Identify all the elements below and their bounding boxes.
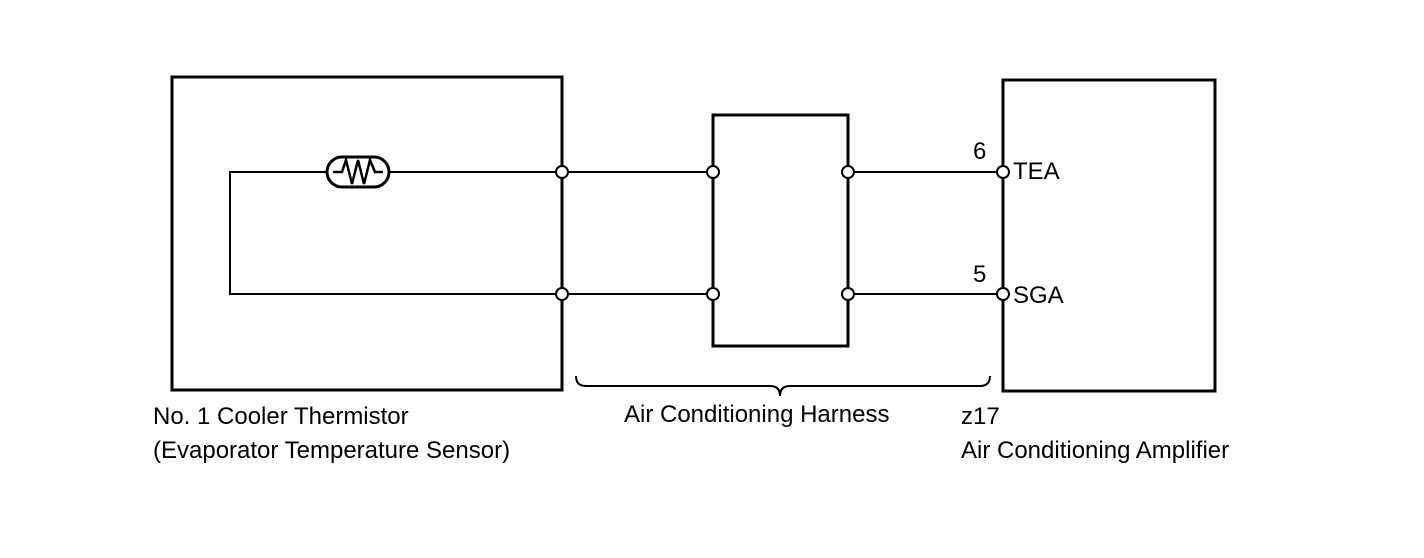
terminal-harness-out-bottom [841,287,855,301]
terminals [555,165,1010,301]
amplifier-box [1001,78,1217,393]
terminal-harness-in-bottom [706,287,720,301]
amplifier-label: Air Conditioning Amplifier [961,437,1229,464]
terminal-amplifier-sga [996,287,1010,301]
terminal-harness-out-top [841,165,855,179]
sensor-label-line1: No. 1 Cooler Thermistor [153,403,409,430]
harness-label: Air Conditioning Harness [624,401,889,428]
terminal-harness-in-top [706,165,720,179]
pin-name-sga: SGA [1013,282,1064,309]
amplifier-connector-label: z17 [961,403,1000,430]
harness-brace [575,375,991,397]
terminal-amplifier-tea [996,165,1010,179]
pin-name-tea: TEA [1013,158,1060,185]
sensor-internal-wire [229,171,562,295]
terminal-sensor-top [555,165,569,179]
terminal-sensor-bottom [555,287,569,301]
sensor-label-line2: (Evaporator Temperature Sensor) [153,437,510,464]
sensor-box [170,75,564,392]
pin-number-sga: 5 [973,261,986,288]
harness-box [711,113,850,348]
pin-number-tea: 6 [973,138,986,165]
thermistor-icon [325,155,391,189]
